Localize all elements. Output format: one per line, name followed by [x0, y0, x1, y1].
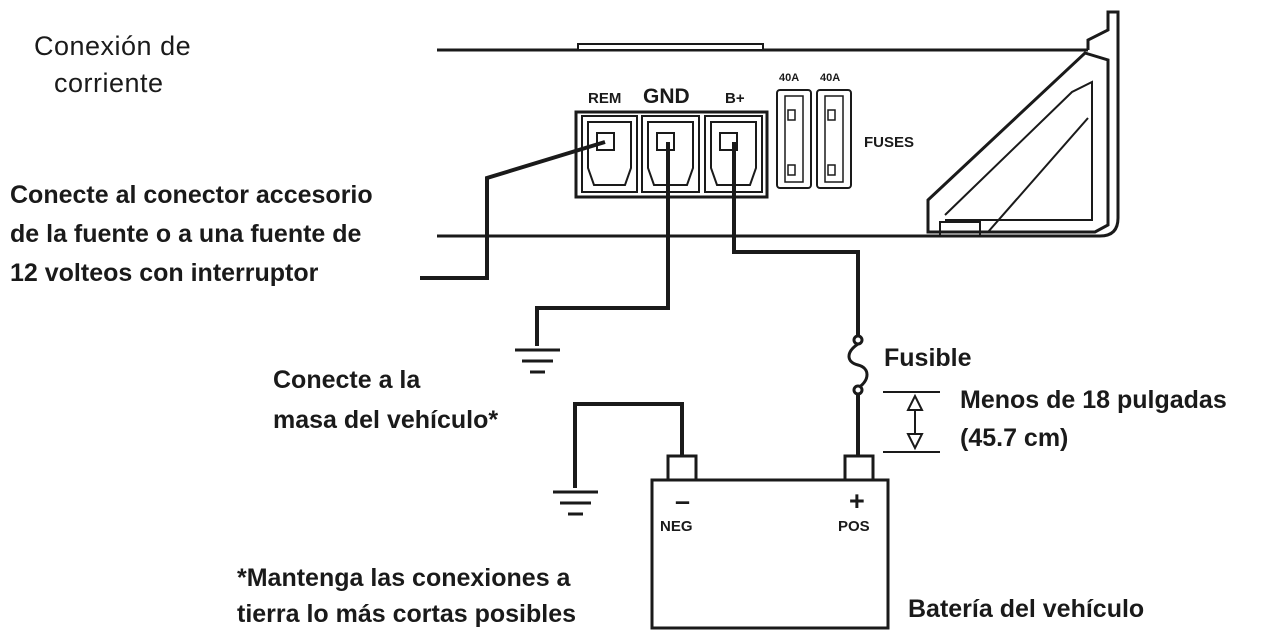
- chassis-ground-line-2: masa del vehículo*: [273, 406, 498, 434]
- power-wire: [732, 142, 860, 456]
- inline-fuse-symbol: [847, 334, 869, 396]
- fuse-1-rating: 40A: [779, 72, 799, 84]
- positive-symbol: +: [849, 486, 865, 516]
- negative-symbol: –: [675, 486, 690, 516]
- remote-instruction-line-3: 12 volteos con interruptor: [10, 259, 319, 287]
- chassis-ground-line-1: Conecte a la: [273, 366, 421, 394]
- ground-symbol-amp: [515, 348, 560, 374]
- bplus-terminal-label: B+: [725, 90, 745, 107]
- battery: [650, 454, 890, 630]
- inline-fuse-label: Fusible: [884, 344, 972, 372]
- fuses-label: FUSES: [864, 134, 914, 151]
- rem-terminal: [581, 115, 638, 193]
- gnd-terminal: [641, 115, 700, 193]
- rem-terminal-label: REM: [588, 90, 621, 107]
- remote-instruction-line-2: de la fuente o a una fuente de: [10, 220, 362, 248]
- note-line-2: tierra lo más cortas posibles: [237, 600, 576, 628]
- fuse-2: [816, 89, 852, 189]
- title-line-2: corriente: [54, 68, 164, 98]
- battery-ground-wire: [573, 402, 684, 488]
- ground-wire: [535, 142, 670, 346]
- negative-label: NEG: [660, 518, 693, 535]
- positive-label: POS: [838, 518, 870, 535]
- fuse-2-rating: 40A: [820, 72, 840, 84]
- title-line-1: Conexión de: [34, 31, 191, 61]
- distance-indicator: [883, 391, 940, 453]
- gnd-terminal-label: GND: [643, 85, 690, 108]
- remote-instruction-line-1: Conecte al conector accesorio: [10, 181, 373, 209]
- fuse-1: [776, 89, 812, 189]
- terminal-block: [574, 110, 769, 199]
- distance-line-1: Menos de 18 pulgadas: [960, 386, 1227, 414]
- amplifier-body: [437, 10, 1120, 238]
- note-line-1: *Mantenga las conexiones a: [237, 564, 572, 592]
- battery-caption: Batería del vehículo: [908, 595, 1144, 623]
- remote-wire: [420, 140, 606, 280]
- ground-symbol-battery: [553, 490, 598, 516]
- distance-line-2: (45.7 cm): [960, 424, 1068, 452]
